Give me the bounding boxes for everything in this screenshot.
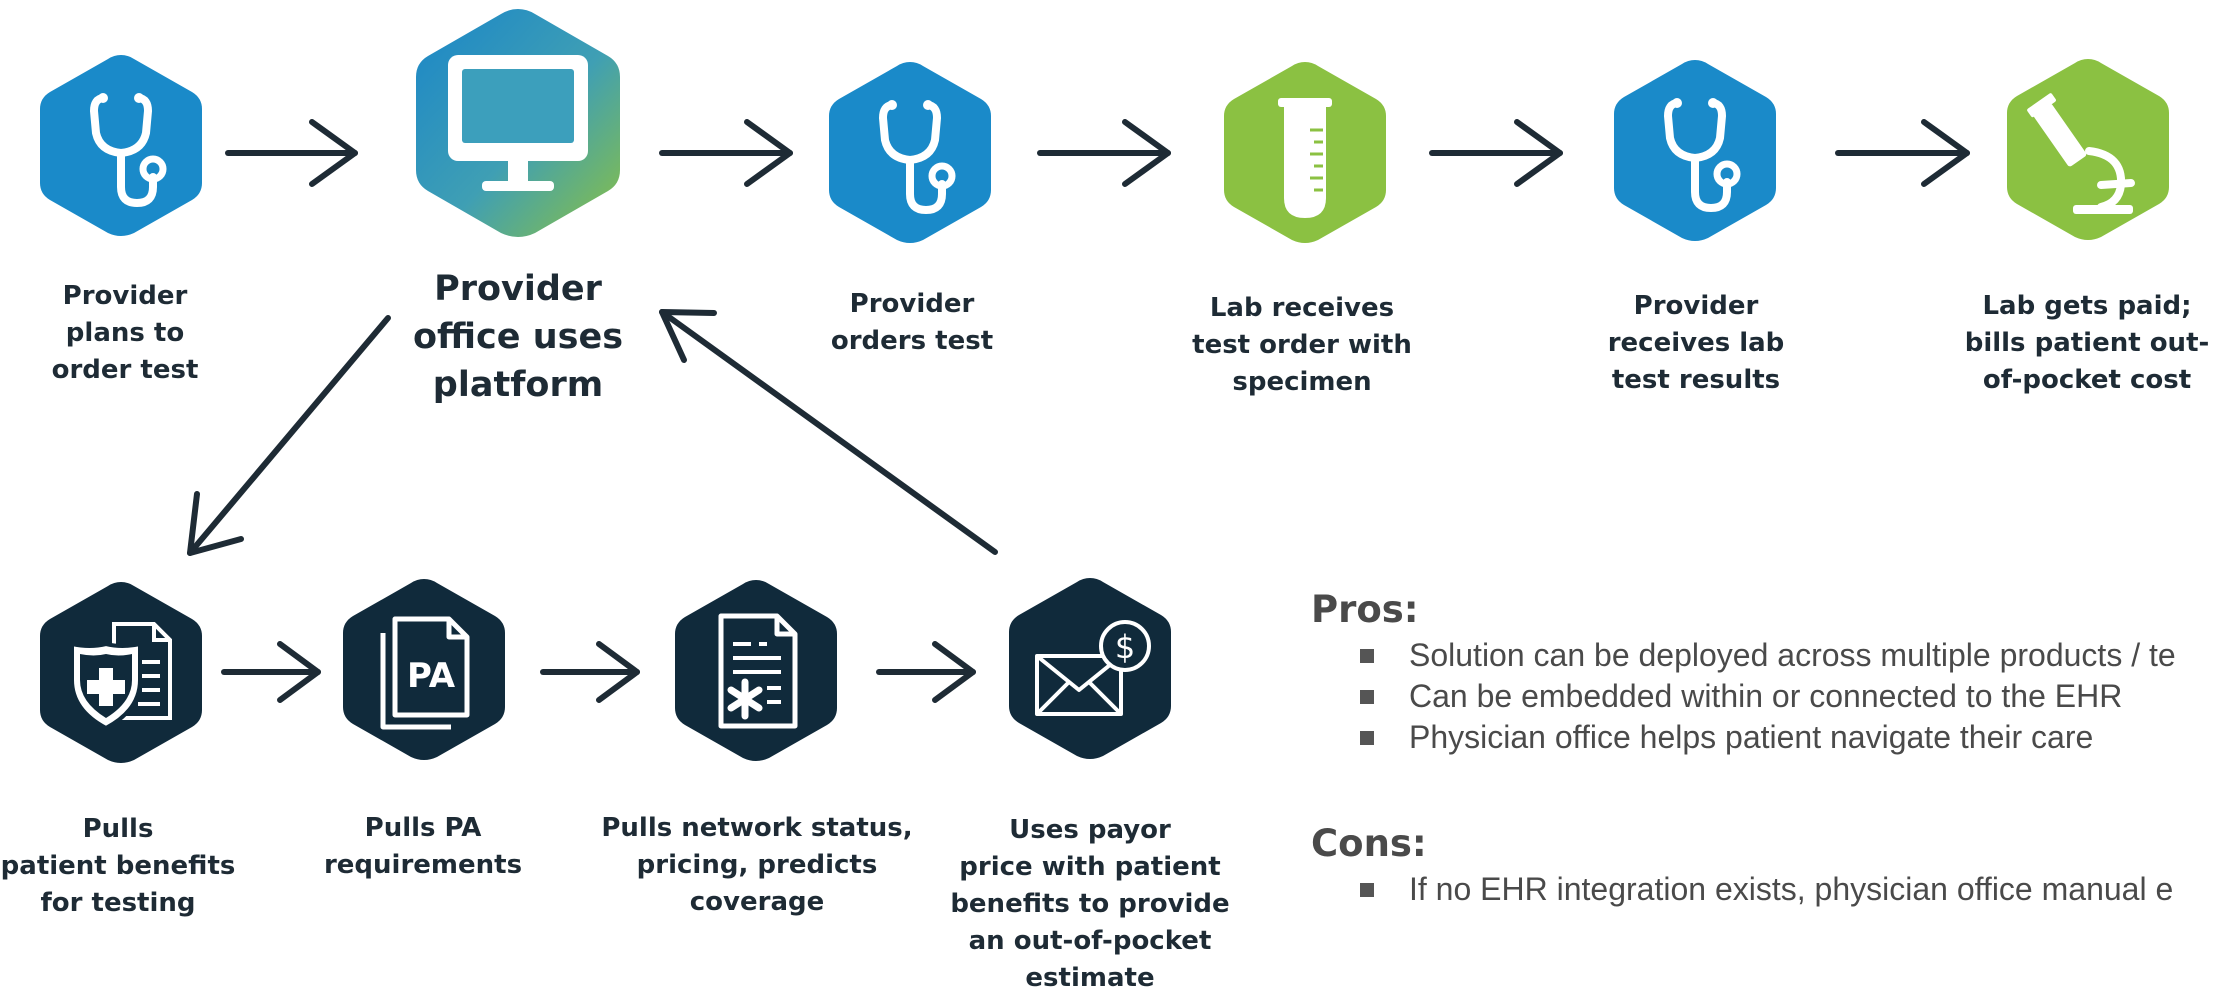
arrow-right <box>1429 119 1563 187</box>
arrow-right <box>225 119 358 187</box>
monitor-icon <box>416 9 620 237</box>
step-label-lab-paid: Lab gets paid;bills patient out-of-pocke… <box>1964 291 2210 395</box>
shield-medical-document-icon <box>40 582 202 763</box>
cons-list: If no EHR integration exists, physician … <box>1360 869 2173 910</box>
envelope-dollar-icon: $ <box>1009 578 1171 759</box>
dollar-sign: $ <box>1115 628 1135 666</box>
arrow-down-left <box>187 315 391 556</box>
stethoscope-icon <box>1614 60 1776 241</box>
microscope-icon <box>2007 59 2169 240</box>
arrow-up-left <box>659 309 998 555</box>
pros-heading: Pros: <box>1311 588 1419 631</box>
pa-document-icon: PA <box>343 579 505 760</box>
stethoscope-icon <box>829 62 991 243</box>
cons-heading: Cons: <box>1311 822 1427 865</box>
pros-item: Can be embedded within or connected to t… <box>1360 676 2176 717</box>
arrow-right <box>876 641 976 703</box>
arrow-right <box>540 641 640 703</box>
pros-item: Physician office helps patient navigate … <box>1360 717 2176 758</box>
arrow-right <box>1835 119 1970 187</box>
medical-document-icon <box>675 580 837 761</box>
cons-item: If no EHR integration exists, physician … <box>1360 869 2173 910</box>
stethoscope-icon <box>40 55 202 236</box>
pros-item: Solution can be deployed across multiple… <box>1360 635 2176 676</box>
pa-badge-text: PA <box>407 656 456 696</box>
arrow-right <box>1037 119 1171 187</box>
pros-list: Solution can be deployed across multiple… <box>1360 635 2176 758</box>
arrow-right <box>221 641 321 703</box>
test-tube-icon <box>1224 62 1386 243</box>
arrow-right <box>659 119 793 187</box>
